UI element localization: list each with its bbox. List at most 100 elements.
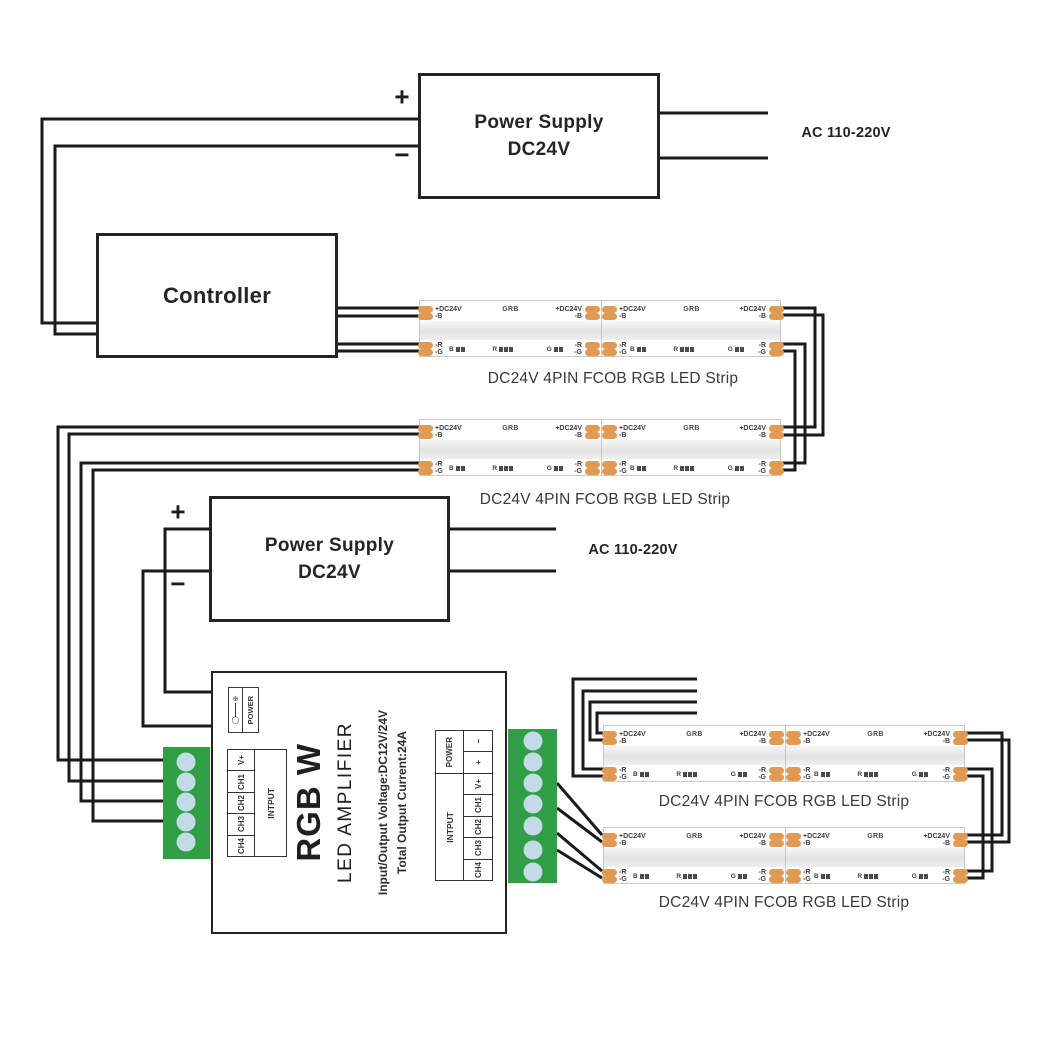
terminal-cell-label: INTPUT (444, 811, 455, 843)
led-chip-group-G: G (912, 771, 928, 778)
solder-pad-red (585, 342, 600, 349)
amplifier-model: RGB W (290, 743, 327, 862)
wire (781, 349, 797, 472)
chip-square (693, 874, 698, 879)
led-chip-group-R: R (492, 346, 514, 353)
solder-pad-red (602, 342, 617, 349)
pad-label-blue: -B (619, 840, 627, 847)
chip-squares (553, 347, 563, 352)
chip-square (918, 874, 923, 879)
solder-pad-power (602, 306, 617, 313)
terminal-cell: CH3 (228, 814, 254, 836)
wire (781, 313, 825, 437)
chip-letter: B (813, 771, 819, 778)
solder-pad-green (585, 468, 600, 475)
chip-square (499, 347, 504, 352)
chip-squares (820, 772, 830, 777)
terminal-cell-label: CH3 (236, 816, 246, 833)
solder-pad-blue (769, 840, 784, 847)
chip-letter: R (857, 873, 863, 880)
pad-label-power: +DC24V (619, 425, 646, 432)
chip-squares (737, 874, 747, 879)
terminal-cell-label: CH3 (473, 840, 483, 857)
solder-pad-red (953, 767, 968, 774)
pad-label-power: +DC24V (435, 425, 462, 432)
led-chip-group-G: G (912, 873, 928, 880)
pad-label-power: +DC24V (555, 425, 582, 432)
chip-letter: G (546, 465, 552, 472)
solder-pad-power (953, 731, 968, 738)
solder-pad-blue (769, 313, 784, 320)
strip-caption-2: DC24V 4PIN FCOB RGB LED Strip (479, 491, 731, 508)
led-chip-group-G: G (547, 465, 563, 472)
pad-label-green: -G (758, 876, 766, 883)
chip-square (639, 772, 644, 777)
pad-label-blue: -B (758, 738, 766, 745)
led-chip-group-G: G (731, 771, 747, 778)
chip-letter: G (730, 771, 736, 778)
chip-square (636, 347, 641, 352)
section-column: POWER INTPUT (436, 731, 463, 880)
solder-pad-power (585, 306, 600, 313)
channel-order-label: GRB (683, 306, 700, 313)
chip-squares (683, 874, 698, 879)
chip-squares (680, 347, 695, 352)
chip-squares (737, 772, 747, 777)
solder-pad-power (953, 833, 968, 840)
led-strip-2: +DC24V-B-R-G+DC24V-B-R-G+DC24V-B-R-G+DC2… (418, 419, 784, 476)
solder-pad-blue (418, 313, 433, 320)
chip-squares (734, 466, 744, 471)
solder-pad-blue (585, 313, 600, 320)
pad-label-green: -G (435, 468, 443, 475)
solder-pad-power (602, 833, 617, 840)
psu1-plus-label: + (394, 81, 410, 112)
chip-square (639, 874, 644, 879)
solder-pad-power (769, 731, 784, 738)
terminal-cell-label: CH2 (236, 795, 246, 812)
chip-square (460, 347, 465, 352)
terminal-cell-label: INTPUT (265, 787, 276, 819)
chip-squares (636, 347, 646, 352)
strip-diffuser-band (420, 321, 780, 340)
terminal-hole (176, 792, 196, 812)
solder-pad-red (602, 869, 617, 876)
chip-square (874, 874, 879, 879)
led-chip-group-B: B (449, 465, 465, 472)
solder-pad-green (953, 876, 968, 883)
pad-label-red: -R (758, 767, 766, 774)
terminal-cell: POWER (436, 731, 463, 775)
terminal-cell-label: V+ (236, 755, 246, 766)
chip-square (864, 874, 869, 879)
solder-pad-power (585, 425, 600, 432)
chip-squares (864, 874, 879, 879)
chip-letter: R (676, 873, 682, 880)
chip-square (734, 347, 739, 352)
solder-pad-power (418, 425, 433, 432)
pad-label-red: -R (758, 869, 766, 876)
wire (571, 677, 697, 778)
chip-squares (553, 466, 563, 471)
led-strip-1: +DC24V-B-R-G+DC24V-B-R-G+DC24V-B-R-G+DC2… (418, 300, 784, 357)
wire (56, 425, 419, 762)
led-chip-group-G: G (547, 346, 563, 353)
pad-label-power: +DC24V (923, 731, 950, 738)
channel-order-label: GRB (867, 731, 884, 738)
chip-square (737, 772, 742, 777)
chip-squares (820, 874, 830, 879)
solder-pad-red (769, 342, 784, 349)
terminal-cell-label: CH4 (236, 837, 246, 854)
chip-squares (455, 466, 465, 471)
chip-letter: B (448, 346, 454, 353)
chip-letter: B (448, 465, 454, 472)
terminal-cell: CH4 (464, 860, 492, 880)
solder-pad-red (418, 461, 433, 468)
strip-diffuser-band (604, 848, 964, 867)
pad-label-power: +DC24V (619, 306, 646, 313)
strip-junction-line (600, 420, 602, 475)
solder-pad-blue (953, 840, 968, 847)
power-supply-1-name: Power Supply (474, 112, 604, 133)
led-chip-group-B: B (449, 346, 465, 353)
terminal-cell-label: CH1 (473, 797, 483, 814)
terminal-hole (176, 752, 196, 772)
pad-label-green: -G (435, 349, 443, 356)
